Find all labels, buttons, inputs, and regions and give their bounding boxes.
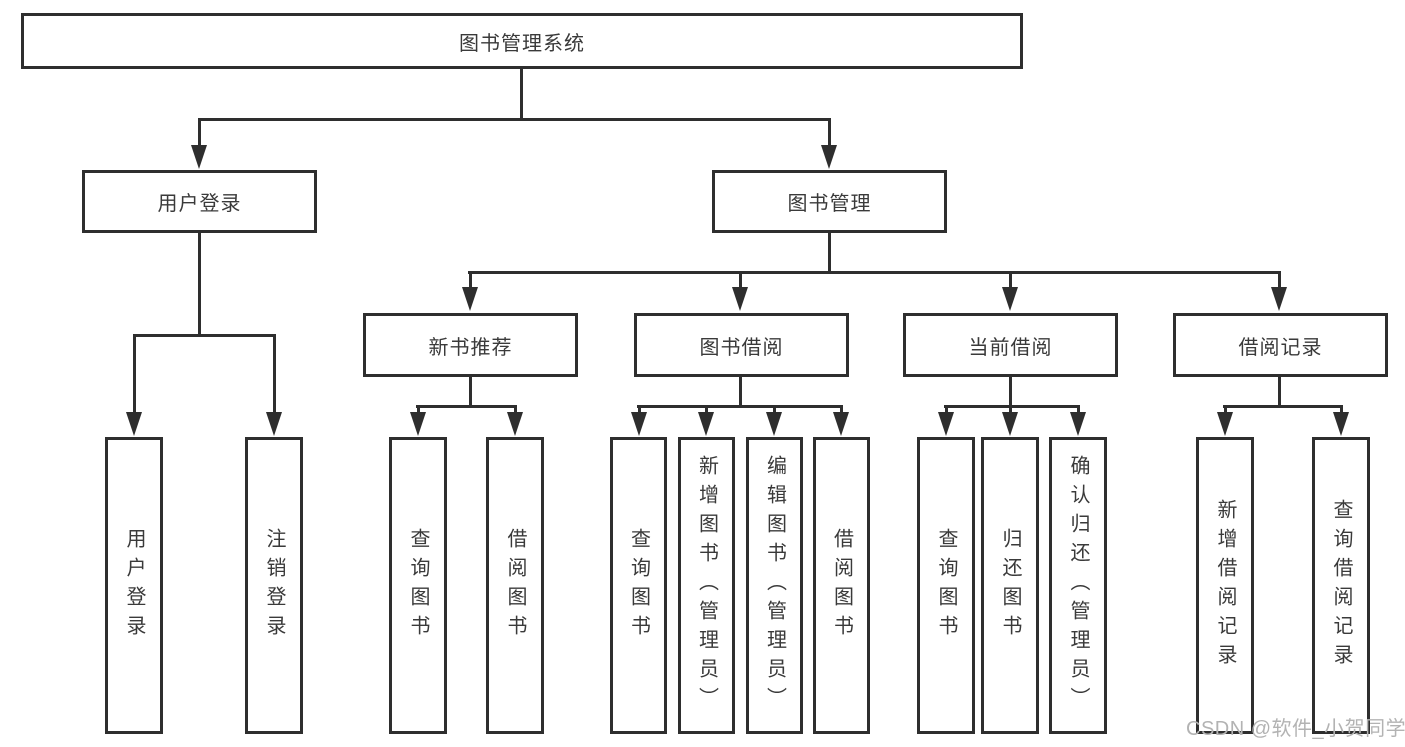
node-leaf-bb-edit-books-label: 编辑图书（管理员） <box>763 455 786 716</box>
arrowhead-bb-add <box>698 412 714 436</box>
node-leaf-cb-return-books-label: 归还图书 <box>999 527 1021 644</box>
node-leaf-br-add-record: 新增借阅记录 <box>1196 437 1254 734</box>
node-leaf-nb-query-books-label: 查询图书 <box>407 527 429 644</box>
node-leaf-logout-label: 注销登录 <box>263 527 285 644</box>
connector-arrow-shaft-current-borrow <box>1009 271 1012 291</box>
node-leaf-bb-borrow-books-label: 借阅图书 <box>830 527 853 644</box>
connector-arrow-shaft-book-mgmt <box>828 118 831 150</box>
node-leaf-bb-borrow-books: 借阅图书 <box>813 437 870 734</box>
connector-arrow-shaft-bb-query <box>638 405 641 414</box>
node-leaf-br-query-record-label: 查询借阅记录 <box>1330 498 1352 673</box>
connector-new-book-split <box>416 405 517 408</box>
connector-arrow-shaft-br-add <box>1224 405 1227 414</box>
watermark: CSDN @软件_小贺同学 <box>1186 718 1405 740</box>
node-leaf-nb-borrow-books-label: 借阅图书 <box>504 527 526 644</box>
arrowhead-br-query <box>1333 412 1349 436</box>
arrowhead-book-mgmt <box>821 145 837 169</box>
connector-arrow-shaft-bb-borrow <box>840 405 843 414</box>
node-book-borrow: 图书借阅 <box>634 313 849 377</box>
arrowhead-current-borrow <box>1002 287 1018 311</box>
node-leaf-cb-query-books-label: 查询图书 <box>935 527 957 644</box>
connector-arrow-shaft-new-book <box>469 271 472 291</box>
connector-arrow-shaft-borrow-record <box>1278 271 1281 291</box>
node-leaf-user-login-label: 用户登录 <box>123 527 145 644</box>
arrowhead-book-borrow <box>732 287 748 311</box>
node-root-system: 图书管理系统 <box>21 13 1023 69</box>
node-leaf-cb-confirm-return: 确认归还（管理员） <box>1049 437 1107 734</box>
arrowhead-nb-borrow <box>507 412 523 436</box>
connector-arrow-shaft-bb-add <box>705 405 708 414</box>
node-leaf-nb-query-books: 查询图书 <box>389 437 447 734</box>
arrowhead-ul-logout <box>266 412 282 436</box>
arrowhead-bb-edit <box>766 412 782 436</box>
connector-user-login-split <box>133 334 276 337</box>
node-leaf-cb-return-books: 归还图书 <box>981 437 1039 734</box>
connector-arrow-shaft-ul-logout <box>273 334 276 414</box>
node-leaf-nb-borrow-books: 借阅图书 <box>486 437 544 734</box>
connector-borrow-record-split <box>1223 405 1343 408</box>
arrowhead-borrow-record <box>1271 287 1287 311</box>
arrowhead-ul-login <box>126 412 142 436</box>
node-root-label: 图书管理系统 <box>459 32 585 55</box>
node-book-borrow-label: 图书借阅 <box>699 336 784 359</box>
node-leaf-cb-query-books: 查询图书 <box>917 437 975 734</box>
node-leaf-bb-query-books-label: 查询图书 <box>627 527 650 644</box>
node-leaf-br-query-record: 查询借阅记录 <box>1312 437 1370 734</box>
connector-arrow-shaft-cb-confirm <box>1077 405 1080 414</box>
connector-arrow-shaft-user-login <box>198 118 201 150</box>
node-current-borrow: 当前借阅 <box>903 313 1118 377</box>
node-borrow-record: 借阅记录 <box>1173 313 1388 377</box>
node-leaf-user-login: 用户登录 <box>105 437 163 734</box>
connector-arrow-shaft-book-borrow <box>739 271 742 291</box>
connector-arrow-shaft-cb-return <box>1009 405 1012 414</box>
arrowhead-user-login <box>191 145 207 169</box>
connector-book-mgmt-split <box>468 271 1281 274</box>
arrowhead-br-add <box>1217 412 1233 436</box>
connector-arrow-shaft-br-query <box>1340 405 1343 414</box>
node-new-book: 新书推荐 <box>363 313 578 377</box>
connector-root-stem <box>520 69 523 119</box>
node-leaf-bb-add-books: 新增图书（管理员） <box>678 437 735 734</box>
node-current-borrow-label: 当前借阅 <box>968 336 1053 359</box>
connector-current-borrow-stem <box>1009 377 1012 408</box>
arrowhead-bb-borrow <box>833 412 849 436</box>
node-leaf-logout: 注销登录 <box>245 437 303 734</box>
node-leaf-bb-edit-books: 编辑图书（管理员） <box>746 437 803 734</box>
node-user-login-branch-label: 用户登录 <box>157 193 242 215</box>
connector-root-split <box>198 118 831 121</box>
arrowhead-nb-query <box>410 412 426 436</box>
node-leaf-br-add-record-label: 新增借阅记录 <box>1214 498 1236 673</box>
connector-arrow-shaft-ul-login <box>133 334 136 414</box>
node-book-mgmt-branch-label: 图书管理 <box>787 193 872 215</box>
arrowhead-cb-query <box>938 412 954 436</box>
node-borrow-record-label: 借阅记录 <box>1238 336 1323 359</box>
arrowhead-bb-query <box>631 412 647 436</box>
connector-arrow-shaft-bb-edit <box>773 405 776 414</box>
node-leaf-cb-confirm-return-label: 确认归还（管理员） <box>1067 455 1089 716</box>
connector-user-login-stem <box>198 233 201 336</box>
connector-arrow-shaft-cb-query <box>945 405 948 414</box>
connector-borrow-record-stem <box>1278 377 1281 408</box>
node-leaf-bb-add-books-label: 新增图书（管理员） <box>695 455 718 716</box>
connector-arrow-shaft-nb-query <box>417 405 420 414</box>
connector-new-book-stem <box>469 377 472 408</box>
node-new-book-label: 新书推荐 <box>428 336 513 359</box>
arrowhead-cb-confirm <box>1070 412 1086 436</box>
node-user-login-branch: 用户登录 <box>82 170 317 233</box>
connector-book-borrow-split <box>637 405 843 408</box>
node-book-mgmt-branch: 图书管理 <box>712 170 947 233</box>
connector-book-borrow-stem <box>739 377 742 408</box>
connector-arrow-shaft-nb-borrow <box>514 405 517 414</box>
connector-book-mgmt-stem <box>828 233 831 274</box>
arrowhead-new-book <box>462 287 478 311</box>
node-leaf-bb-query-books: 查询图书 <box>610 437 667 734</box>
arrowhead-cb-return <box>1002 412 1018 436</box>
